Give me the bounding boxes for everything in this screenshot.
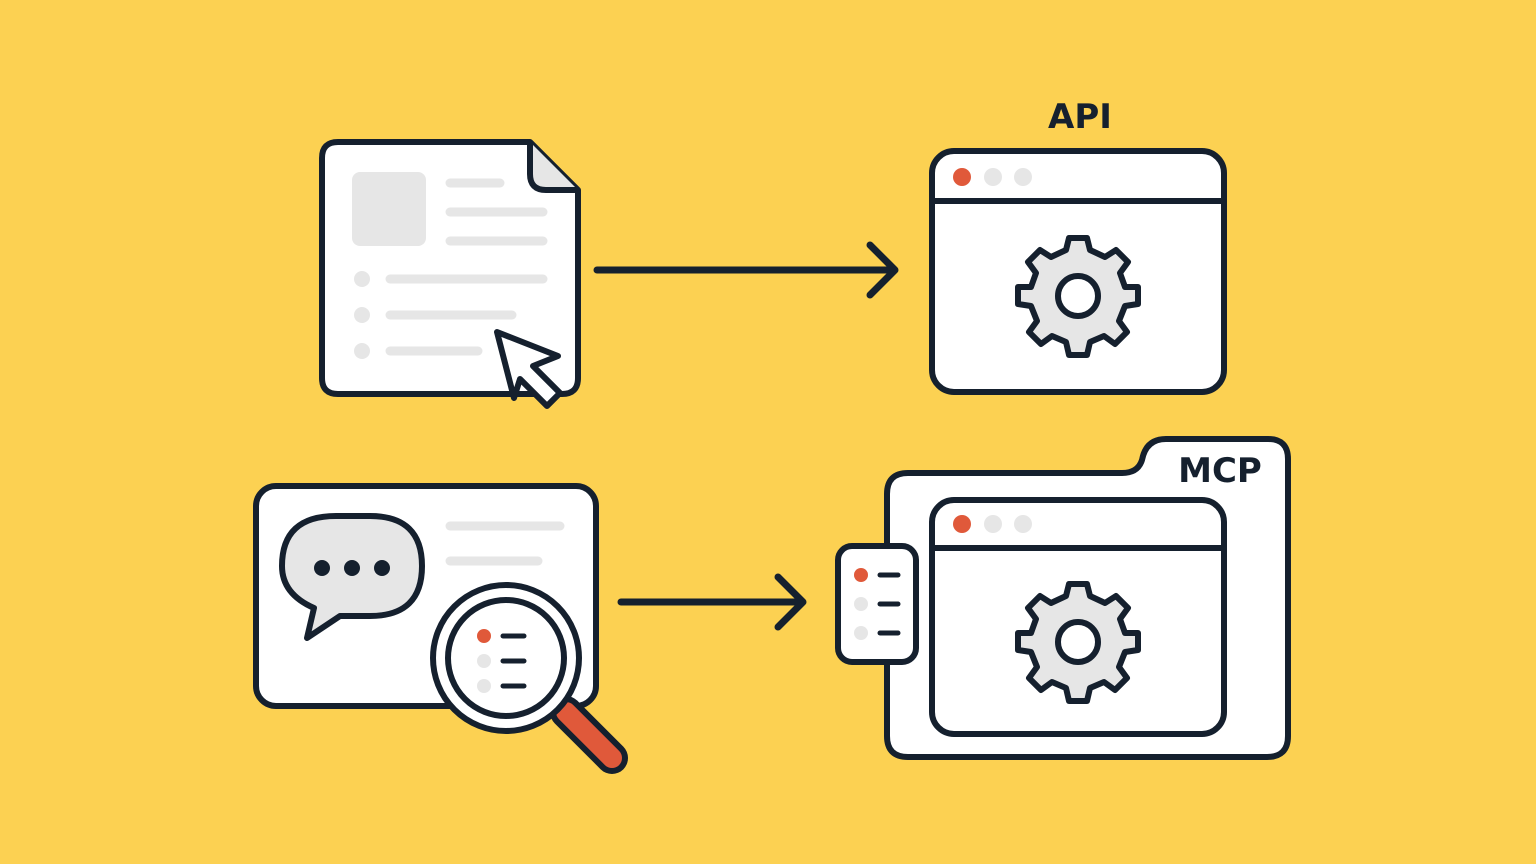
magnifier-icon (430, 582, 628, 774)
arrow-right-icon (617, 573, 807, 631)
window-dot (984, 515, 1002, 533)
arrow-right-icon (593, 241, 899, 299)
browser-window-icon (929, 148, 1227, 395)
browser-window-icon (929, 497, 1227, 737)
gear-icon (1018, 238, 1138, 355)
cursor-icon (494, 329, 563, 409)
gear-icon (1018, 584, 1138, 701)
window-dot (1014, 168, 1032, 186)
api-label: API (1048, 97, 1112, 137)
list-icon (835, 543, 919, 665)
mcp-label: MCP (1178, 451, 1262, 491)
chat-bubble-icon (279, 513, 425, 641)
window-dot-red (953, 515, 971, 533)
window-dot-red (953, 168, 971, 186)
window-dot (1014, 515, 1032, 533)
document-icon (319, 139, 581, 397)
list-icon (477, 629, 527, 693)
window-dot (984, 168, 1002, 186)
